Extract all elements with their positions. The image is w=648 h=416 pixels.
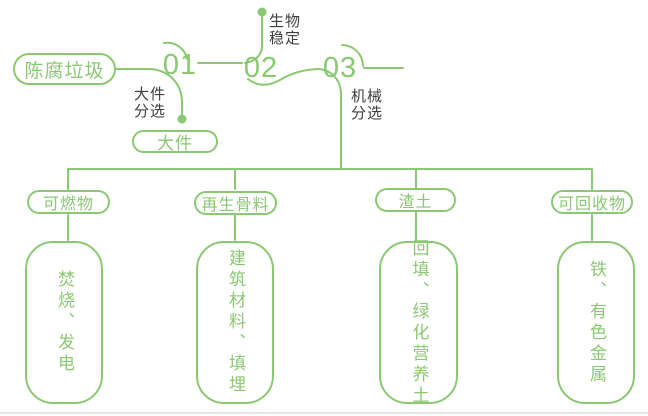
line-step03-down <box>317 68 342 170</box>
line-step02-to-step03 <box>247 68 319 86</box>
box-iron-nonferrous-metals: 铁、有色金属 <box>557 241 635 404</box>
box-backfill-nutrient-soil: 回填、绿化营养土 <box>379 238 458 407</box>
box-incineration-power-text: 焚烧、发电 <box>55 270 74 375</box>
label-bio-line1: 生物 <box>269 13 302 30</box>
pill-bulky-waste-label: 大件 <box>157 134 193 153</box>
pill-residue-soil: 渣土 <box>375 188 456 212</box>
label-bio-line2: 稳定 <box>269 30 302 47</box>
box-building-materials-landfill-text: 建筑材料、填埋 <box>226 249 245 396</box>
arc-over-step01 <box>163 41 188 60</box>
pill-recyclables-label: 可回收物 <box>557 196 626 213</box>
pill-combustible: 可燃物 <box>27 190 110 214</box>
dot-bio-stabilization <box>257 7 267 17</box>
source-pill-label: 陈腐垃圾 <box>24 60 105 82</box>
pill-recyclables: 可回收物 <box>551 190 633 214</box>
step-number-02: 02 <box>243 52 279 84</box>
pill-recycled-aggregate: 再生骨料 <box>194 191 277 215</box>
line-source-to-step01 <box>115 68 183 115</box>
label-bulky-line2: 分选 <box>134 103 167 120</box>
label-mech-line2: 分选 <box>351 105 384 122</box>
label-bulky-sorting: 大件 分选 <box>134 86 166 120</box>
dot-bulky-branch <box>177 114 187 124</box>
label-mech-line1: 机械 <box>351 88 384 105</box>
box-backfill-nutrient-soil-text: 回填、绿化营养土 <box>409 238 429 407</box>
pill-recycled-aggregate-label: 再生骨料 <box>201 197 270 214</box>
pill-bulky-waste: 大件 <box>132 130 218 153</box>
label-bio-stabilization: 生物 稳定 <box>269 13 301 47</box>
line-bio-to-step02 <box>244 14 263 64</box>
box-building-materials-landfill: 建筑材料、填埋 <box>196 241 274 404</box>
step-number-01: 01 <box>162 49 198 81</box>
pill-combustible-label: 可燃物 <box>42 196 94 213</box>
arc-over-step03 <box>341 44 364 67</box>
label-bulky-line1: 大件 <box>134 86 167 103</box>
box-iron-nonferrous-metals-text: 铁、有色金属 <box>587 259 606 386</box>
label-mechanical-sorting: 机械 分选 <box>351 88 383 122</box>
box-incineration-power: 焚烧、发电 <box>25 241 103 404</box>
pill-residue-soil-label: 渣土 <box>398 194 433 211</box>
bottom-baseline <box>0 412 648 414</box>
step-number-03: 03 <box>322 52 358 84</box>
source-pill: 陈腐垃圾 <box>13 53 116 85</box>
